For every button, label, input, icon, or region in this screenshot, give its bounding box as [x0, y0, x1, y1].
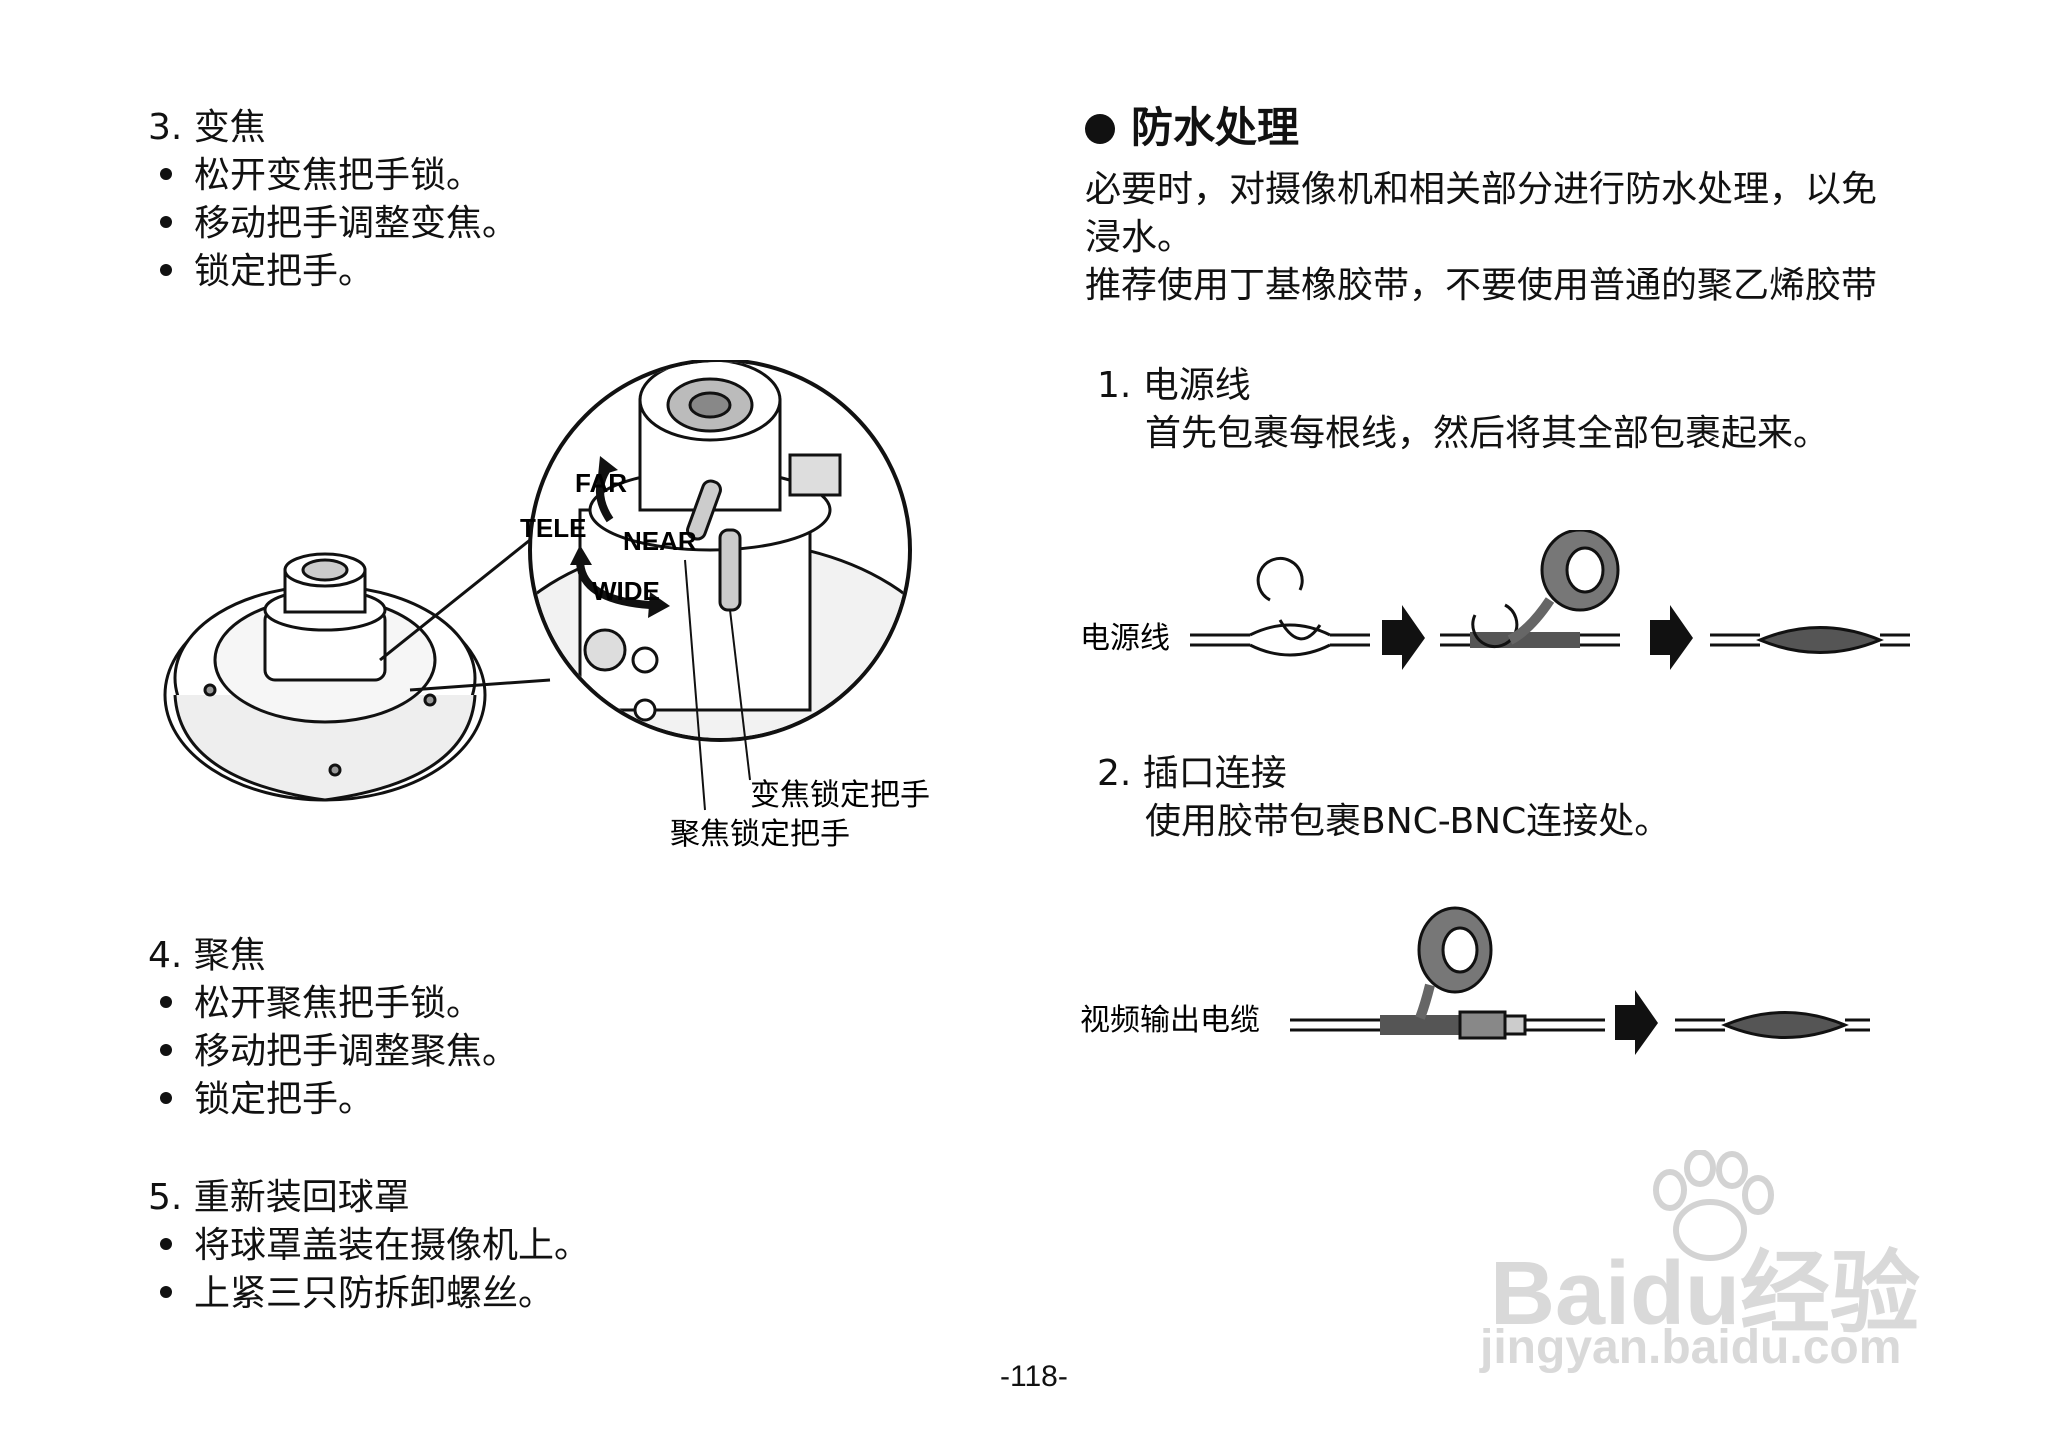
arrow-right-icon [1382, 605, 1425, 670]
bullet-dot-icon [160, 1238, 172, 1250]
list-item: 锁定把手。 [148, 1076, 518, 1124]
waterproof-paragraph: 必要时，对摄像机和相关部分进行防水处理，以免 浸水。 推荐使用丁基橡胶带，不要使… [1085, 169, 1878, 306]
wide-label: WIDE [592, 576, 660, 606]
section-focus: 4. 聚焦 松开聚焦把手锁。 移动把手调整聚焦。 锁定把手。 [148, 932, 518, 1124]
dome-camera-drawing [163, 552, 487, 802]
section-dome: 5. 重新装回球罩 将球罩盖装在摄像机上。 上紧三只防拆卸螺丝。 [148, 1174, 590, 1318]
paw-icon [1653, 1150, 1774, 1261]
arrow-right-icon [1615, 990, 1658, 1055]
video-cable-diagram: 视频输出电缆 [1080, 906, 1870, 1055]
section-title: 5. 重新装回球罩 [148, 1177, 410, 1218]
section-title: 3. 变焦 [148, 107, 266, 148]
section-title: 4. 聚焦 [148, 935, 266, 976]
zoom-lock-label: 变焦锁定把手 [750, 778, 930, 813]
bullet-dot-icon [160, 1092, 172, 1104]
page-number: -118- [1000, 1360, 1068, 1393]
tele-label: TELE [520, 513, 586, 543]
power-cable-diagram: 电源线 [1080, 530, 1910, 670]
list-item: 移动把手调整变焦。 [148, 200, 518, 248]
list-item: 上紧三只防拆卸螺丝。 [148, 1270, 590, 1318]
list-item: 松开变焦把手锁。 [148, 152, 518, 200]
focus-lock-label: 聚焦锁定把手 [670, 817, 850, 852]
tape-roll-icon [1507, 530, 1620, 645]
list-item: 将球罩盖装在摄像机上。 [148, 1222, 590, 1270]
section-zoom: 3. 变焦 松开变焦把手锁。 移动把手调整变焦。 锁定把手。 [148, 104, 518, 296]
step-title: 1. 电源线 [1097, 365, 1251, 406]
list-item: 移动把手调整聚焦。 [148, 1028, 518, 1076]
bullet-dot-icon [160, 264, 172, 276]
bullet-dot-icon [160, 1044, 172, 1056]
tape-roll-icon [1415, 906, 1493, 1020]
step-body: 使用胶带包裹BNC-BNC连接处。 [1145, 801, 1671, 842]
arrow-right-icon [1650, 605, 1693, 670]
step-power-cable: 1. 电源线 首先包裹每根线，然后将其全部包裹起来。 [1097, 362, 1829, 458]
waterproof-heading: 防水处理 [1085, 100, 1299, 156]
bullet-dot-icon [160, 996, 172, 1008]
bullet-dot-icon [1085, 114, 1115, 144]
bullet-dot-icon [160, 1286, 172, 1298]
bullet-dot-icon [160, 168, 172, 180]
video-cable-label: 视频输出电缆 [1080, 1003, 1260, 1038]
far-label: FAR [575, 468, 627, 498]
list-item: 松开聚焦把手锁。 [148, 980, 518, 1028]
watermark-url: jingyan.baidu.com [1480, 1321, 1902, 1374]
near-label: NEAR [623, 526, 697, 556]
bullet-dot-icon [160, 216, 172, 228]
step-title: 2. 插口连接 [1097, 753, 1287, 794]
step-connector: 2. 插口连接 使用胶带包裹BNC-BNC连接处。 [1097, 750, 1670, 846]
list-item: 锁定把手。 [148, 248, 518, 296]
power-cable-label: 电源线 [1080, 621, 1170, 656]
lens-closeup-drawing [528, 360, 912, 742]
step-body: 首先包裹每根线，然后将其全部包裹起来。 [1145, 413, 1830, 454]
camera-diagram: FAR TELE NEAR WIDE 变焦锁定把手 聚焦锁定把手 [163, 360, 930, 852]
watermark-brand: Baidu经验 [1490, 1244, 1921, 1344]
